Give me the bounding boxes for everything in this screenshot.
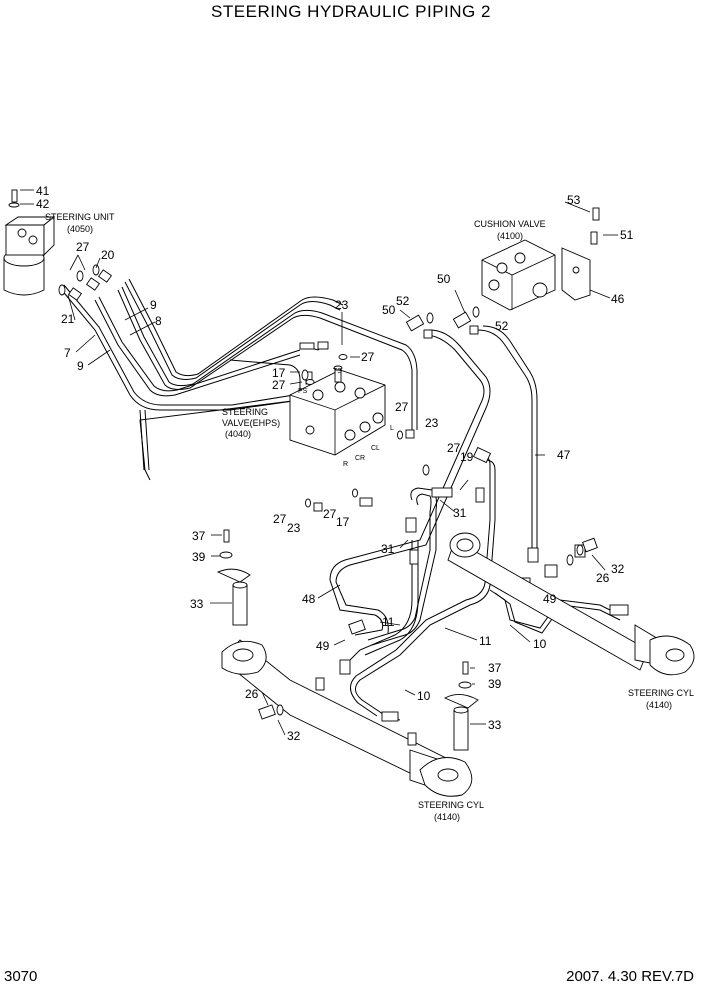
callout-39: 39 <box>192 550 206 564</box>
page-title: STEERING HYDRAULIC PIPING 2 <box>211 2 491 21</box>
port-cr: CR <box>355 455 365 462</box>
callout-50: 50 <box>437 272 451 286</box>
cushion-valve-drawing <box>481 207 600 311</box>
callout-8: 8 <box>155 314 162 328</box>
callout-27g: 27 <box>323 507 337 521</box>
steering-valve-label-2: VALVE(EHPS) <box>222 418 280 428</box>
port-l: L <box>390 425 394 432</box>
callout-50b: 50 <box>382 303 396 317</box>
cushion-valve-label: CUSHION VALVE <box>474 219 546 229</box>
port-r: R <box>343 461 348 468</box>
callout-31: 31 <box>453 506 467 520</box>
port-ts: TS <box>333 368 342 375</box>
callout-19: 19 <box>460 450 474 464</box>
steering-valve-code: (4040) <box>225 429 251 439</box>
callout-49: 49 <box>543 592 557 606</box>
steering-cyl-right-label: STEERING CYL <box>628 688 694 698</box>
callout-9b: 9 <box>77 359 84 373</box>
steering-cyl-right-code: (4140) <box>646 700 672 710</box>
callout-31b: 31 <box>381 542 395 556</box>
port-cl: CL <box>371 445 380 452</box>
callout-37: 37 <box>192 529 206 543</box>
callout-52: 52 <box>396 294 410 308</box>
unit-fittings <box>58 264 329 350</box>
callout-27: 27 <box>76 240 90 254</box>
callout-49b: 49 <box>316 639 330 653</box>
callout-42: 42 <box>36 197 50 211</box>
callout-26b: 26 <box>245 687 259 701</box>
callout-23b: 23 <box>425 416 439 430</box>
callout-17: 17 <box>272 366 286 380</box>
o-rings <box>301 354 415 512</box>
callout-20: 20 <box>101 248 115 262</box>
callout-9: 9 <box>150 298 157 312</box>
mid-fittings <box>339 446 629 722</box>
steering-unit-code: (4050) <box>67 224 93 234</box>
callout-27f: 27 <box>273 512 287 526</box>
middle-pipes <box>349 454 621 721</box>
callout-37b: 37 <box>488 661 502 675</box>
callout-23: 23 <box>335 298 349 312</box>
callout-32b: 32 <box>287 729 301 743</box>
callout-26: 26 <box>596 571 610 585</box>
left-cylinder-drawing <box>221 639 473 797</box>
callout-27c: 27 <box>272 378 286 392</box>
callout-27d: 27 <box>395 400 409 414</box>
cushion-fittings <box>405 306 539 563</box>
callout-7: 7 <box>64 346 71 360</box>
steering-cyl-left-code: (4140) <box>434 812 460 822</box>
steering-valve-drawing <box>289 365 386 456</box>
callout-17b: 17 <box>336 515 350 529</box>
right-cylinder-drawing <box>447 532 695 676</box>
callout-32: 32 <box>611 562 625 576</box>
callout-11b: 11 <box>479 634 492 648</box>
callout-41: 41 <box>36 184 50 198</box>
cushion-valve-code: (4100) <box>497 231 523 241</box>
hose-bundle <box>59 278 418 481</box>
callout-33: 33 <box>190 597 204 611</box>
callout-47: 47 <box>557 448 571 462</box>
callout-23c: 23 <box>287 521 301 535</box>
revision-date: 2007. 4.30 REV.7D <box>566 968 694 985</box>
callout-27b: 27 <box>361 350 375 364</box>
callout-27e: 27 <box>447 441 461 455</box>
page-number: 3070 <box>4 968 38 985</box>
leader-lines <box>20 189 618 736</box>
callout-46: 46 <box>611 292 625 306</box>
cushion-hoses <box>329 325 538 636</box>
callout-21: 21 <box>61 312 75 326</box>
callout-53: 53 <box>567 193 581 207</box>
callout-11: 11 <box>382 615 395 629</box>
callout-33b: 33 <box>488 718 502 732</box>
steering-cyl-left-label: STEERING CYL <box>418 800 484 810</box>
callout-10: 10 <box>533 637 547 651</box>
steering-unit-drawing <box>3 189 56 296</box>
port-ps: PS <box>298 388 308 395</box>
callout-39b: 39 <box>488 677 502 691</box>
steering-valve-label-1: STEERING <box>222 407 268 417</box>
callout-48: 48 <box>302 592 316 606</box>
callout-51: 51 <box>620 228 634 242</box>
steering-unit-label: STEERING UNIT <box>45 212 115 222</box>
callout-10b: 10 <box>417 689 431 703</box>
callout-52b: 52 <box>495 319 509 333</box>
pins-and-washers <box>216 529 598 751</box>
